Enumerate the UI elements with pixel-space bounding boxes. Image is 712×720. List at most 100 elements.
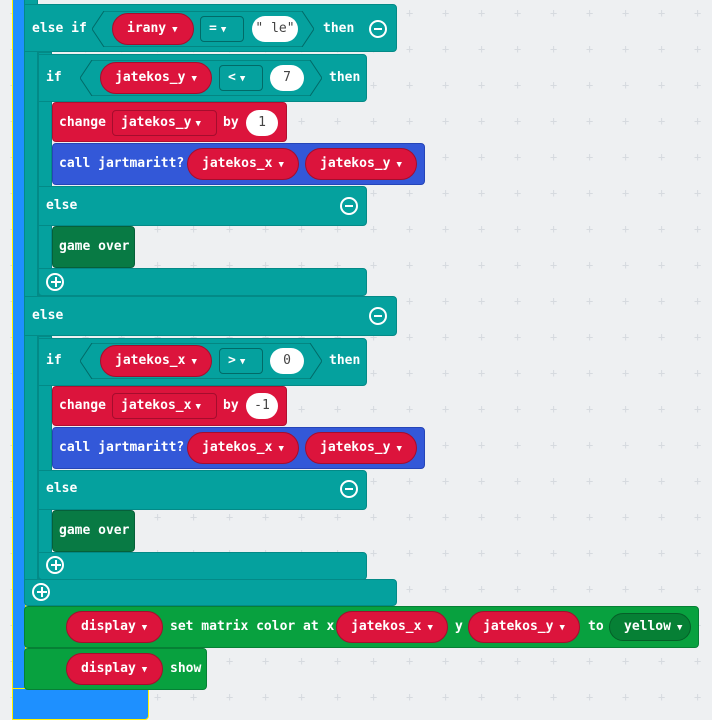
remove-else-if-icon[interactable]	[369, 20, 387, 38]
color-yellow-dropdown[interactable]: yellow▼	[609, 613, 691, 641]
grid-mark: +	[406, 78, 414, 92]
operator-eq-dropdown[interactable]: =▼	[200, 16, 244, 42]
grid-mark: +	[514, 78, 522, 92]
display-object-dropdown[interactable]: display▼	[66, 653, 163, 685]
var-jatekos-y-dropdown[interactable]: jatekos_y▼	[112, 110, 217, 136]
var-jatekos-y-dropdown[interactable]: jatekos_y▼	[305, 432, 417, 464]
else-row[interactable]	[24, 296, 397, 336]
if-label: if	[46, 353, 62, 368]
grid-mark: +	[406, 6, 414, 20]
grid-mark: +	[226, 258, 234, 272]
if-block-footer[interactable]	[24, 579, 397, 606]
game-over-block-1[interactable]	[52, 226, 135, 268]
set-matrix-label: set matrix color at x	[170, 619, 335, 634]
grid-mark: +	[370, 114, 378, 128]
var-label: jatekos_x	[202, 440, 273, 455]
number-1-field[interactable]: 1	[246, 110, 278, 136]
grid-mark: +	[478, 114, 486, 128]
add-else-if-icon[interactable]	[32, 583, 50, 601]
grid-mark: +	[334, 654, 342, 668]
call-label: call jartmaritt?	[59, 156, 185, 171]
chevron-down-icon: ▼	[278, 160, 284, 170]
grid-mark: +	[694, 186, 702, 200]
chevron-down-icon: ▼	[676, 623, 683, 633]
grid-mark: +	[298, 114, 306, 128]
chevron-down-icon: ▼	[396, 160, 402, 170]
grid-mark: +	[658, 186, 666, 200]
grid-mark: +	[298, 330, 306, 344]
grid-mark: +	[586, 690, 594, 704]
grid-mark: +	[658, 438, 666, 452]
inner-else-row-1[interactable]	[38, 186, 367, 226]
remove-else-icon[interactable]	[340, 197, 358, 215]
inner-if-footer-2[interactable]	[38, 552, 367, 580]
grid-mark: +	[658, 690, 666, 704]
then-label: then	[323, 21, 355, 36]
var-jatekos-x-dropdown[interactable]: jatekos_x▼	[112, 393, 217, 419]
grid-mark: +	[478, 330, 486, 344]
grid-mark: +	[226, 654, 234, 668]
grid-mark: +	[694, 510, 702, 524]
grid-mark: +	[622, 690, 630, 704]
grid-mark: +	[658, 330, 666, 344]
var-jatekos-y-dropdown[interactable]: jatekos_y▼	[100, 62, 212, 94]
grid-mark: +	[514, 330, 522, 344]
chevron-down-icon: ▼	[427, 623, 433, 633]
inner-else-row-2[interactable]	[38, 470, 367, 510]
operator-eq-label: =	[209, 21, 217, 36]
var-jatekos-y-dropdown[interactable]: jatekos_y▼	[305, 148, 417, 180]
grid-mark: +	[442, 546, 450, 560]
var-jatekos-x-dropdown[interactable]: jatekos_x▼	[187, 148, 299, 180]
grid-mark: +	[370, 258, 378, 272]
var-jatekos-x-dropdown[interactable]: jatekos_x▼	[187, 432, 299, 464]
number-7-field[interactable]: 7	[270, 65, 304, 91]
grid-mark: +	[334, 690, 342, 704]
string-le-field[interactable]: " le"	[252, 16, 298, 42]
var-irany-dropdown[interactable]: irany▼	[112, 13, 194, 45]
var-label: jatekos_y	[320, 440, 391, 455]
var-label: jatekos_x	[121, 398, 192, 413]
grid-mark: +	[442, 186, 450, 200]
grid-mark: +	[334, 114, 342, 128]
grid-mark: +	[694, 6, 702, 20]
grid-mark: +	[262, 654, 270, 668]
number-minus-1-field[interactable]: -1	[246, 393, 278, 419]
grid-mark: +	[514, 510, 522, 524]
number-0-field[interactable]: 0	[270, 348, 304, 374]
remove-else-icon[interactable]	[340, 480, 358, 498]
var-jatekos-x-dropdown[interactable]: jatekos_x▼	[100, 345, 212, 377]
add-else-if-icon[interactable]	[46, 273, 64, 291]
chevron-down-icon: ▼	[141, 623, 148, 633]
grid-mark: +	[154, 222, 162, 236]
y-label: y	[455, 619, 463, 634]
grid-mark: +	[550, 546, 558, 560]
var-jatekos-x-dropdown[interactable]: jatekos_x▼	[336, 611, 448, 643]
grid-mark: +	[658, 654, 666, 668]
grid-mark: +	[262, 510, 270, 524]
chevron-down-icon: ▼	[191, 357, 197, 367]
remove-else-icon[interactable]	[369, 307, 387, 325]
var-jatekos-y-dropdown[interactable]: jatekos_y▼	[468, 611, 580, 643]
grid-mark: +	[586, 546, 594, 560]
grid-mark: +	[550, 402, 558, 416]
display-object-dropdown[interactable]: display▼	[66, 611, 163, 643]
inner-if-footer-1[interactable]	[38, 268, 367, 296]
grid-mark: +	[478, 438, 486, 452]
grid-mark: +	[442, 690, 450, 704]
grid-mark: +	[550, 510, 558, 524]
by-label: by	[223, 398, 239, 413]
game-over-block-2[interactable]	[52, 510, 135, 552]
operator-lt-dropdown[interactable]: <▼	[219, 65, 263, 91]
add-else-if-icon[interactable]	[46, 556, 64, 574]
function-block-footer[interactable]	[12, 688, 149, 720]
grid-mark: +	[514, 186, 522, 200]
operator-gt-dropdown[interactable]: >▼	[219, 348, 263, 374]
show-label: show	[170, 661, 202, 676]
grid-mark: +	[550, 186, 558, 200]
grid-mark: +	[154, 330, 162, 344]
grid-mark: +	[514, 546, 522, 560]
grid-mark: +	[190, 258, 198, 272]
grid-mark: +	[370, 78, 378, 92]
grid-mark: +	[622, 42, 630, 56]
grid-mark: +	[694, 258, 702, 272]
